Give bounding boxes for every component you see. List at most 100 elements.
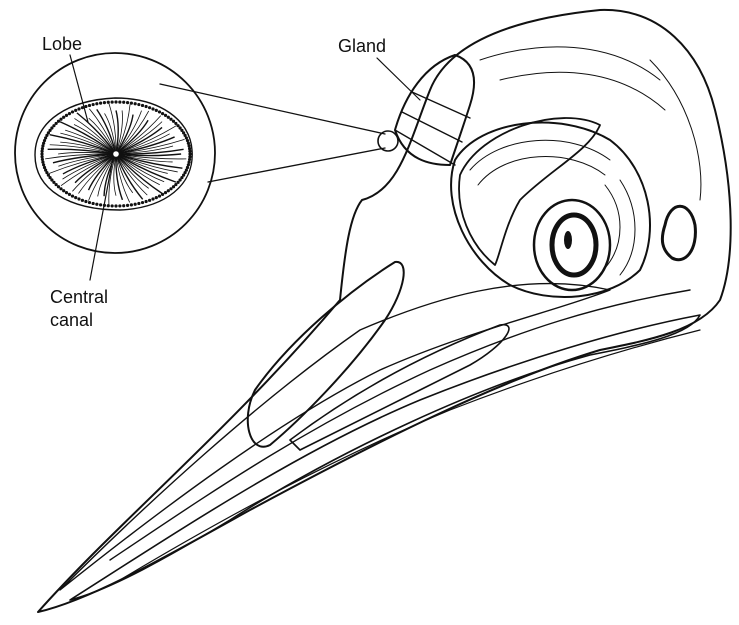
- lobe-rim-dot: [151, 107, 154, 110]
- zoom-leader-bottom: [208, 148, 385, 182]
- palate-opening: [290, 325, 509, 450]
- lobe-rim-dot: [187, 144, 190, 147]
- lobe-rim-dot: [144, 105, 147, 108]
- lobe-rim-dot: [99, 102, 102, 105]
- rear-skull-opening: [662, 206, 695, 259]
- lobe-rim-dot: [88, 201, 91, 204]
- lobe-rim-dot: [41, 158, 44, 161]
- lobe-rim-dot: [155, 109, 158, 112]
- lobe-rim-dot: [107, 101, 110, 104]
- lobe-rim-dot: [107, 204, 110, 207]
- lobe-rim-dot: [41, 144, 44, 147]
- lobe-rim-dot: [172, 120, 175, 123]
- lobe-rim-dot: [134, 102, 137, 105]
- lobe-rim-dot: [169, 187, 172, 190]
- lobe-rim-dot: [167, 116, 170, 119]
- lobe-rim-dot: [118, 204, 121, 207]
- lobe-rim-dot: [71, 194, 74, 197]
- salt-gland-mass: [459, 118, 600, 265]
- lobe-rim-dot: [167, 189, 170, 192]
- lobe-rim-dot: [95, 203, 98, 206]
- lobe-rim-dot: [62, 189, 65, 192]
- lobe-rim-dot: [164, 191, 167, 194]
- lobe-rim-dot: [57, 185, 60, 188]
- lobe-rim-dot: [65, 114, 68, 117]
- lobe-rim-dot: [187, 161, 190, 164]
- lobe-rim-dot: [62, 116, 65, 119]
- upper-mandible: [60, 284, 610, 590]
- label-central-canal-line2: canal: [50, 310, 93, 330]
- lobe-rim-dot: [161, 112, 164, 115]
- lobe-rim-dot: [65, 191, 68, 194]
- lobe-rim-dot: [41, 155, 44, 158]
- eye-ring-inner: [552, 215, 596, 275]
- label-gland: Gland: [338, 36, 386, 56]
- beak-groove-lower: [120, 330, 700, 580]
- lobe-rim-dot: [77, 197, 80, 200]
- lobe-rim-dot: [161, 193, 164, 196]
- eye-center: [564, 231, 572, 249]
- gland-leader: [377, 58, 420, 100]
- lobe-rim-dot: [111, 100, 114, 103]
- lobe-rim-dot: [41, 147, 44, 150]
- lobe-rim-dot: [130, 102, 133, 105]
- lobe-rim-dot: [134, 203, 137, 206]
- lobe-rim-dot: [77, 107, 80, 110]
- lobe-rim-dot: [188, 152, 191, 155]
- lobe-rim-dot: [172, 185, 175, 188]
- lobe-rim-dot: [41, 150, 44, 153]
- lobe-rim-dot: [174, 183, 177, 186]
- lobe-rim-dot: [188, 147, 191, 150]
- lobe-rim-dot: [41, 161, 44, 164]
- lobe-rim-dot: [137, 103, 140, 106]
- lobe-rim-dot: [55, 122, 58, 125]
- lobe-rim-dot: [40, 152, 43, 155]
- lobe-rim-dot: [164, 114, 167, 117]
- central-canal-leader: [90, 158, 113, 280]
- lobe-rim-dot: [158, 194, 161, 197]
- lobe-rim-dot: [122, 204, 125, 207]
- lobe-rim-dot: [71, 110, 74, 113]
- lobe-rim-dot: [118, 100, 121, 103]
- lobe-rim-dot: [74, 109, 77, 112]
- lobe-rim-dot: [84, 105, 87, 108]
- lower-mandible: [70, 315, 700, 600]
- lobe-rim-dot: [188, 155, 191, 158]
- lobe-rim-dot: [111, 204, 114, 207]
- lobe-rim-dot: [114, 100, 117, 103]
- lobe-rim-dot: [57, 120, 60, 123]
- lobe-rim-dot: [141, 201, 144, 204]
- lobe-rim-dot: [68, 112, 71, 115]
- lobe-rim-dot: [144, 200, 147, 203]
- lobe-rim-dot: [188, 150, 191, 153]
- lobe-rim-dot: [42, 163, 45, 166]
- lobe-rim-dot: [151, 197, 154, 200]
- magnified-lobe-section: [15, 53, 420, 280]
- lobe-rim-dot: [92, 202, 95, 205]
- lobe-rim-dot: [81, 199, 84, 202]
- lobe-rim-dot: [88, 104, 91, 107]
- lobe-rim-dot: [84, 200, 87, 203]
- lobe-rim-dot: [155, 196, 158, 199]
- lobe-rim-dot: [59, 118, 62, 121]
- lobe-rim-dot: [103, 101, 106, 104]
- lobe-rim-dot: [95, 102, 98, 105]
- lobe-rim-dot: [114, 204, 117, 207]
- lobe-rim-dot: [130, 203, 133, 206]
- label-lobe: Lobe: [42, 34, 82, 54]
- lobe-rim-dot: [141, 104, 144, 107]
- lobe-rim-dot: [158, 110, 161, 113]
- central-canal: [113, 151, 120, 158]
- crest-lines: [480, 47, 701, 200]
- lobe-rim-dot: [122, 101, 125, 104]
- lobe-rim-dot: [126, 204, 129, 207]
- lobe-rim-dot: [92, 103, 95, 106]
- lobe-rim-dot: [126, 101, 129, 104]
- lobe-rim-dot: [137, 202, 140, 205]
- lobe-rim-dot: [99, 203, 102, 206]
- lobe-rim-dot: [68, 193, 71, 196]
- lobe-rim-dot: [169, 118, 172, 121]
- lobe-rim-dot: [148, 106, 151, 109]
- lobe-rim-dot: [148, 199, 151, 202]
